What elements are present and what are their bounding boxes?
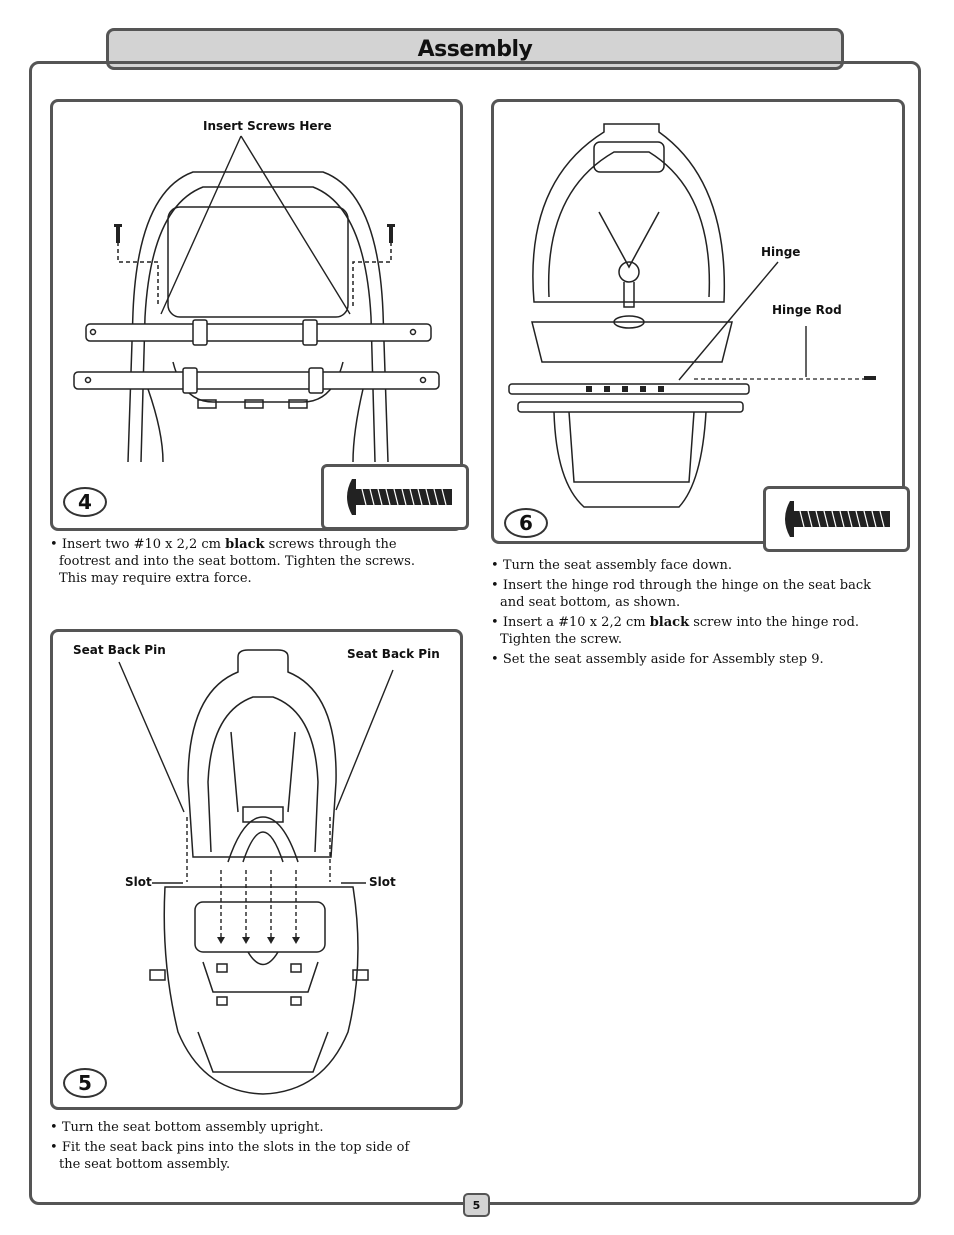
step-6-screw-actual-size [763,486,910,552]
step-5-illustration: Seat Back Pin Seat Back Pin Slot Slot 5 [50,629,463,1110]
instruction-item: • Turn the seat bottom assembly upright. [50,1120,324,1135]
step-5-callout-slot-left: Slot [125,875,152,889]
instruction-item: • Insert a #10 x 2,2 cm black screw into… [491,615,860,647]
step-6-number: 6 [504,508,548,538]
step-5-callout-seat-back-pin-left: Seat Back Pin [73,643,166,657]
step-6-instructions: • Turn the seat assembly face down. • In… [491,557,891,671]
step-6-illustration: Hinge Hinge Rod 6 [491,99,905,544]
screw-icon [347,479,452,515]
step-4-drawing [73,135,440,463]
step-6-drawing [508,123,876,508]
step-6-callout-hinge: Hinge [761,245,801,259]
step-4-illustration: Insert Screws Here 4 [50,99,463,531]
instruction-item: • Fit the seat back pins into the slots … [50,1140,410,1172]
instruction-item: • Turn the seat assembly face down. [491,558,732,573]
page-number: 5 [463,1193,490,1217]
instruction-item: • Insert two #10 x 2,2 cm black screws t… [50,537,415,586]
instruction-item: • Insert the hinge rod through the hinge… [491,578,871,610]
step-5-drawing [118,649,394,1095]
instruction-item: • Set the seat assembly aside for Assemb… [491,652,824,667]
step-5-callout-slot-right: Slot [369,875,396,889]
step-4-number: 4 [63,487,107,517]
step-5-number: 5 [63,1068,107,1098]
step-5-callout-seat-back-pin-right: Seat Back Pin [347,647,440,661]
step-5-instructions: • Turn the seat bottom assembly upright.… [50,1119,430,1176]
step-4-callout-insert-screws: Insert Screws Here [203,119,332,133]
step-4-screw-actual-size [321,464,469,530]
screw-icon [785,501,890,537]
step-6-callout-hinge-rod: Hinge Rod [772,303,842,317]
page-title: Assembly [417,36,533,62]
step-4-instructions: • Insert two #10 x 2,2 cm black screws t… [50,536,430,590]
